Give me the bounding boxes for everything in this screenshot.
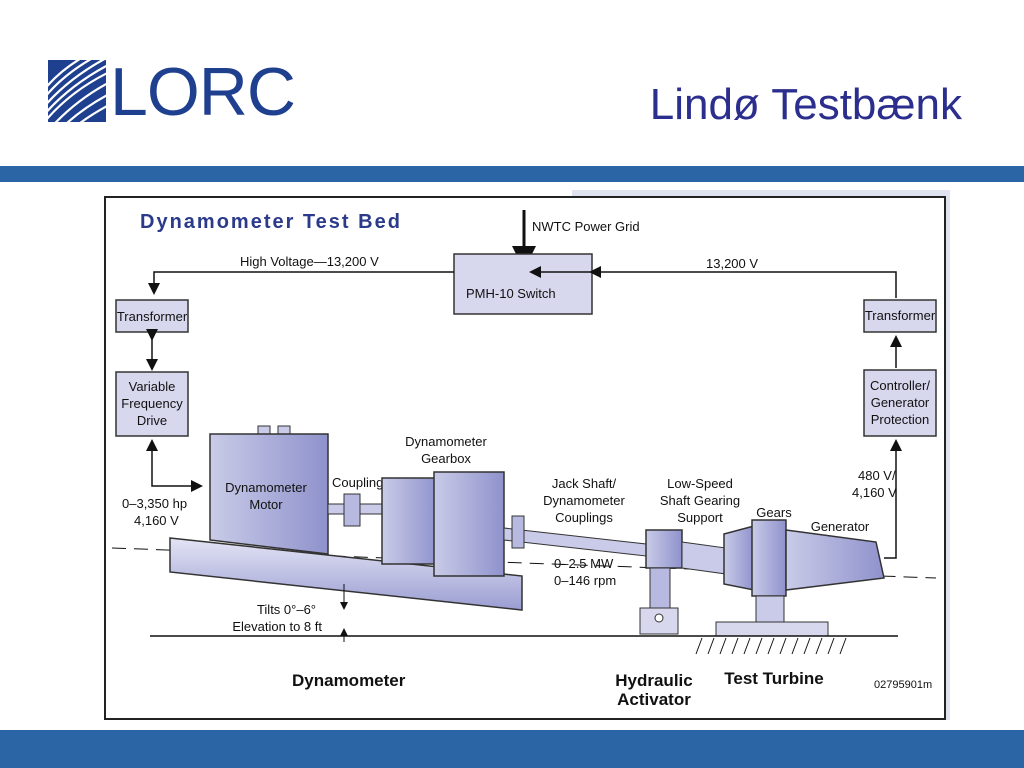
label-hydraulic-2: Activator	[617, 690, 691, 709]
logo-mark-icon	[48, 60, 106, 122]
vfd-line-2: Frequency	[121, 396, 183, 411]
label-test-turbine: Test Turbine	[724, 669, 824, 688]
lorc-logo: LORC	[48, 56, 318, 132]
pmh-switch-box	[453, 253, 593, 315]
controller-line-1: Controller/	[870, 378, 930, 393]
transformer-right-box	[863, 299, 937, 333]
coupling	[343, 493, 361, 527]
power-rating-1: 0–2.5 MW	[554, 556, 614, 571]
logo-text: LORC	[110, 54, 296, 130]
diagram-title: Dynamometer Test Bed	[140, 211, 402, 233]
transformer-left-box	[115, 299, 189, 333]
controller-line-3: Protection	[871, 412, 930, 427]
controller-box	[863, 369, 937, 437]
vfd-box	[115, 371, 189, 437]
switch-label: PMH-10 Switch	[466, 286, 556, 301]
slide-title: Lindø Testbænk	[649, 80, 962, 129]
gen-voltage-2: 4,160 V	[852, 485, 897, 500]
jackshaft-label-1: Jack Shaft/	[552, 476, 617, 491]
vfd-line-1: Variable	[129, 379, 176, 394]
motor-rating-1: 0–3,350 hp	[122, 496, 187, 511]
lowspeed-label-1: Low-Speed	[667, 476, 733, 491]
power-rating-2: 0–146 rpm	[554, 573, 616, 588]
hydraulic-actuator	[649, 567, 671, 609]
label-dynamometer: Dynamometer	[292, 671, 406, 690]
gearbox-label-1: Dynamometer	[405, 434, 487, 449]
lowspeed-label-3: Support	[677, 510, 723, 525]
gears-label: Gears	[756, 505, 792, 520]
diagram-canvas: Dynamometer Test Bed NWTC Power Grid PMH…	[111, 210, 937, 709]
controller-line-2: Generator	[871, 395, 930, 410]
label-hydraulic-1: Hydraulic	[615, 671, 692, 690]
lowspeed-support	[645, 529, 683, 569]
motor-label-2: Motor	[249, 497, 283, 512]
tilt-label-2: Elevation to 8 ft	[232, 619, 322, 634]
jackshaft-label-3: Couplings	[555, 510, 613, 525]
gearbox-right	[433, 471, 505, 577]
transformer-right-label: Transformer	[865, 308, 936, 323]
figure-id: 02795901m	[874, 679, 932, 691]
transformer-left-label: Transformer	[117, 309, 188, 324]
generator-label: Generator	[811, 519, 870, 534]
coupling-label: Coupling	[332, 475, 383, 490]
motor-label-1: Dynamometer	[225, 480, 307, 495]
dynamometer-diagram: Dynamometer Test Bed NWTC Power Grid PMH…	[104, 196, 946, 720]
lowspeed-label-2: Shaft Gearing	[660, 493, 740, 508]
tilt-label-1: Tilts 0°–6°	[257, 602, 316, 617]
gen-voltage-1: 480 V/	[858, 468, 896, 483]
gearbox-label-2: Gearbox	[421, 451, 471, 466]
dyno-motor	[209, 433, 329, 555]
power-grid-label: NWTC Power Grid	[532, 219, 640, 234]
gears	[751, 519, 787, 597]
motor-rating-2: 4,160 V	[134, 513, 179, 528]
right-voltage-label: 13,200 V	[706, 256, 758, 271]
vfd-line-3: Drive	[137, 413, 167, 428]
generator	[785, 529, 885, 591]
gearbox-left	[381, 477, 439, 565]
footer-band	[0, 730, 1024, 768]
hv-label: High Voltage—13,200 V	[240, 254, 379, 269]
header-band	[0, 166, 1024, 182]
jackshaft-label-2: Dynamometer	[543, 493, 625, 508]
